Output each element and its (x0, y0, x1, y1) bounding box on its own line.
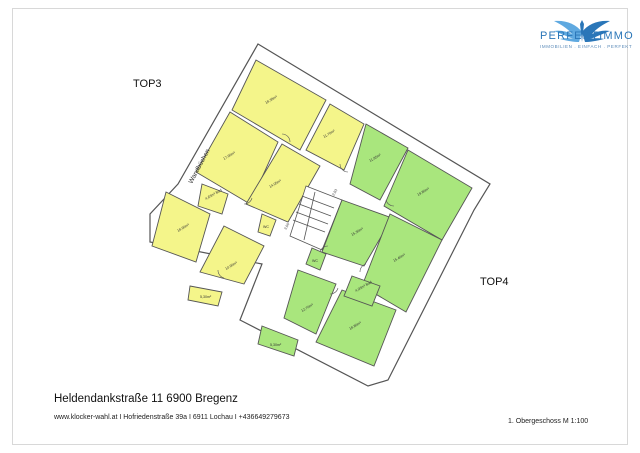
room-label-top4-f: 12,70m² (301, 302, 315, 312)
plan-sheet-border (12, 8, 628, 445)
logo-wings-icon (554, 20, 610, 42)
staircase (289, 185, 343, 251)
room-label-top4-d: 15,40m² (393, 252, 407, 262)
top3-room-a (231, 59, 327, 151)
address: Heldendankstraße 11 6900 Bregenz (54, 393, 238, 405)
room-label-top4-c: 15,30m² (351, 226, 365, 236)
top4-wc (305, 247, 327, 271)
top3-wc (257, 213, 277, 237)
top3-rooms (151, 59, 365, 307)
room-label-top3-c: 11,70m² (323, 129, 337, 139)
scale-label: 1. Obergeschoss M 1:100 (508, 418, 589, 425)
top4-bath (343, 275, 381, 307)
unit-label-top3: TOP3 (133, 78, 162, 90)
top4-room-a (349, 123, 409, 201)
top4-room-f (283, 269, 337, 335)
room-label-top4-a: 11,85m² (369, 153, 383, 163)
room-label-top3-f: 10,60m² (225, 260, 239, 270)
stair-label-b: 3,00 (283, 222, 290, 230)
top3-room-d (245, 143, 321, 223)
room-label-top3-e: 18,60m² (177, 222, 191, 232)
top4-room-d (361, 213, 443, 313)
logo-name: PERFEKTIMMO (540, 30, 634, 42)
room-label-top3-g: 5,30m² (200, 295, 212, 299)
unit-label-top4: TOP4 (480, 276, 509, 288)
room-label-top3-wc: WC (263, 225, 269, 229)
room-label-top3-a: 18,38m² (265, 94, 279, 104)
top4-room-c (321, 199, 393, 267)
room-label-top4-g: 5,30m² (270, 343, 282, 347)
top3-room-c (305, 103, 365, 171)
top3-bath (197, 183, 229, 215)
top3-room-g (187, 285, 223, 307)
top3-room-f (199, 225, 265, 285)
top3-room-e (151, 191, 211, 263)
room-label-top4-b: 19,80m² (417, 186, 431, 196)
top4-room-e (315, 289, 397, 367)
room-label-top4-e: 18,80m² (349, 320, 363, 330)
logo-tagline: IMMOBILIEN . EINFACH . PERFEKT (540, 44, 633, 49)
top4-room-g (257, 325, 299, 357)
contact-line: www.klocker-wahl.at I Hofriedenstraße 39… (54, 414, 290, 421)
room-label-top4-wc: WC (312, 259, 318, 263)
top4-rooms (257, 123, 473, 367)
room-label-top3-d: 14,05m² (269, 178, 283, 188)
room-label-top3-b: 17,60m² (223, 150, 237, 160)
stair-label-a: 2,53 (331, 188, 338, 196)
